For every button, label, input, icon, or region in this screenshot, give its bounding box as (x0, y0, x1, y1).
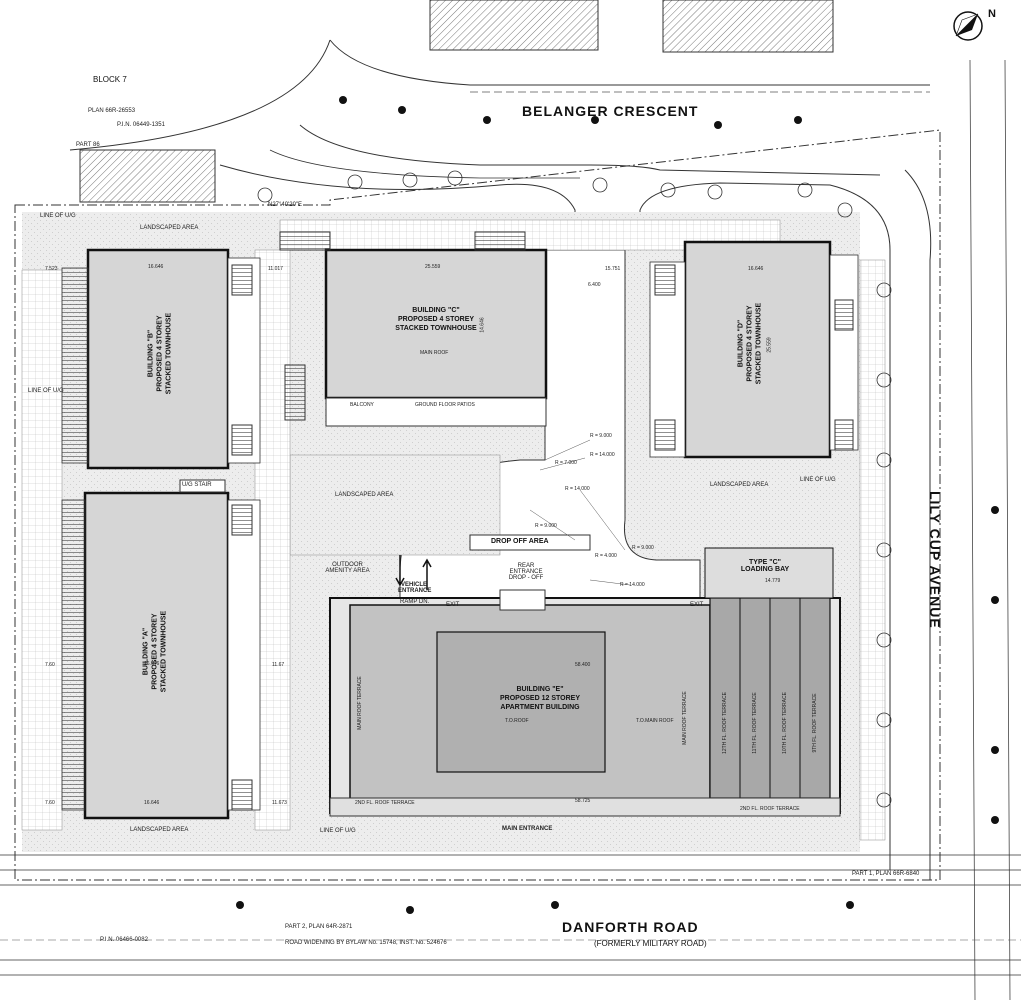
line-ug-label: LINE OF U/G (40, 213, 76, 219)
plan-ref-label: PLAN 66R-26553 (88, 108, 136, 114)
dimension: 14.646 (479, 317, 486, 333)
roof-label: MAIN ROOF TERRACE (682, 691, 688, 745)
street-trees (257, 170, 892, 808)
north-arrow-label: N (988, 8, 996, 20)
building-d-footprint (683, 240, 832, 459)
rear-entrance-label: REAR ENTRANCE DROP - OFF (508, 563, 544, 581)
north-arrow-icon (953, 11, 983, 41)
dimension: 6.400 (588, 282, 601, 288)
dimension: 58.400 (575, 662, 591, 668)
dimension: R = 9.000 (590, 433, 612, 439)
dimension: R = 9.000 (535, 523, 557, 529)
property-line (14, 129, 941, 881)
landscaped-area-label: LANDSCAPED AREA (335, 492, 394, 498)
roof-label: 10TH FL. ROOF TERRACE (782, 692, 788, 754)
pin-south-label: P.I.N. 06466-0082 (100, 937, 148, 943)
neighbour-building-2 (662, 0, 834, 53)
dimension: 14.779 (765, 578, 781, 584)
landscaped-area-label: LANDSCAPED AREA (140, 225, 199, 231)
roof-label: T.O.MAIN ROOF (636, 718, 674, 724)
building-c-footprint (324, 248, 548, 400)
dimension: 16.646 (148, 264, 164, 270)
landscaped-area-label: LANDSCAPED AREA (710, 482, 769, 488)
ug-stair-label: U/G STAIR (182, 482, 212, 488)
roof-label: MAIN ROOF (420, 350, 449, 356)
outdoor-amenity-label: OUTDOOR AMENITY AREA (325, 562, 370, 574)
catch-basins (236, 96, 999, 914)
landscaped-area-label: LANDSCAPED AREA (130, 827, 189, 833)
exit-label: EXIT (446, 602, 460, 608)
danforth-road-curbs (0, 854, 1021, 976)
dimension: 16.646 (748, 266, 764, 272)
bearing-label: N27°40'20"E (268, 202, 303, 208)
line-ug-label: LINE OF U/G (320, 828, 356, 834)
dimension: 7.60 (45, 800, 55, 806)
neighbour-building-1 (429, 0, 599, 51)
loading-bay-label: TYPE "C" LOADING BAY (740, 559, 790, 573)
street-label-danforth: DANFORTH ROAD (562, 919, 699, 935)
roof-label: 2ND FL. ROOF TERRACE (740, 806, 800, 812)
dimension: 16.646 (144, 800, 160, 806)
line-ug-label: LINE OF U/G (28, 388, 64, 394)
street-label-lily-cup: LILY CUP AVENUE (927, 491, 943, 629)
street-label-belanger: BELANGER CRESCENT (522, 103, 699, 119)
dimension: R = 14.000 (565, 486, 590, 492)
dimension: R = 9.000 (632, 545, 654, 551)
dimension: R = 4.000 (595, 553, 617, 559)
drop-off-label: DROP OFF AREA (491, 538, 549, 545)
roof-label: MAIN ROOF TERRACE (357, 676, 363, 730)
road-widening-label: ROAD WIDENING BY BYLAW No. 15748, INST. … (285, 940, 447, 946)
dimension: 16.646 (144, 661, 160, 667)
neighbour-building-3 (79, 149, 216, 203)
dimension: 11.67 (272, 662, 285, 668)
roof-label: GROUND FLOOR PATIOS (415, 402, 475, 408)
dimension: R = 14.000 (590, 452, 615, 458)
part-label: PART 86 (76, 142, 100, 148)
exit-label: EXIT (690, 602, 704, 608)
road-curb-north-inner (299, 124, 881, 176)
roof-label: 12TH FL. ROOF TERRACE (722, 692, 728, 754)
line-ug-label: LINE OF U/G (800, 477, 836, 483)
dimension: 15.751 (605, 266, 621, 272)
dimension: R = 7.000 (555, 460, 577, 466)
roof-label: 9TH FL. ROOF TERRACE (812, 693, 818, 753)
main-entrance-label: MAIN ENTRANCE (502, 826, 553, 832)
roof-label: T.O.ROOF (505, 718, 529, 724)
ramp-label: RAMP DN. (400, 599, 430, 605)
roof-label: BALCONY (350, 402, 374, 408)
dimension: 7.60 (45, 662, 55, 668)
road-curb-north-outer (69, 39, 930, 151)
roof-label: 2ND FL. ROOF TERRACE (355, 800, 415, 806)
walkway-left (254, 249, 291, 831)
dimension: 25.559 (766, 337, 773, 353)
part2-label: PART 2, PLAN 64R-2871 (285, 924, 353, 930)
dimension: 25.559 (425, 264, 441, 270)
dimension: 11.017 (268, 266, 283, 272)
dimension: R = 14.000 (620, 582, 645, 588)
vehicle-entrance-label: VEHICLE ENTRANCE (398, 582, 432, 594)
dimension: 11.673 (272, 800, 287, 806)
dimension: 7.523 (45, 266, 58, 272)
roof-label: 11TH FL. ROOF TERRACE (752, 692, 758, 754)
pin-north-label: P.I.N. 06449-1351 (117, 122, 165, 128)
street-label-danforth-sub: (FORMERLY MILITARY ROAD) (594, 939, 707, 948)
part1-label: PART 1, PLAN 66R-6840 (852, 871, 920, 877)
dimension: 58.725 (575, 798, 591, 804)
block-label: BLOCK 7 (93, 75, 127, 84)
